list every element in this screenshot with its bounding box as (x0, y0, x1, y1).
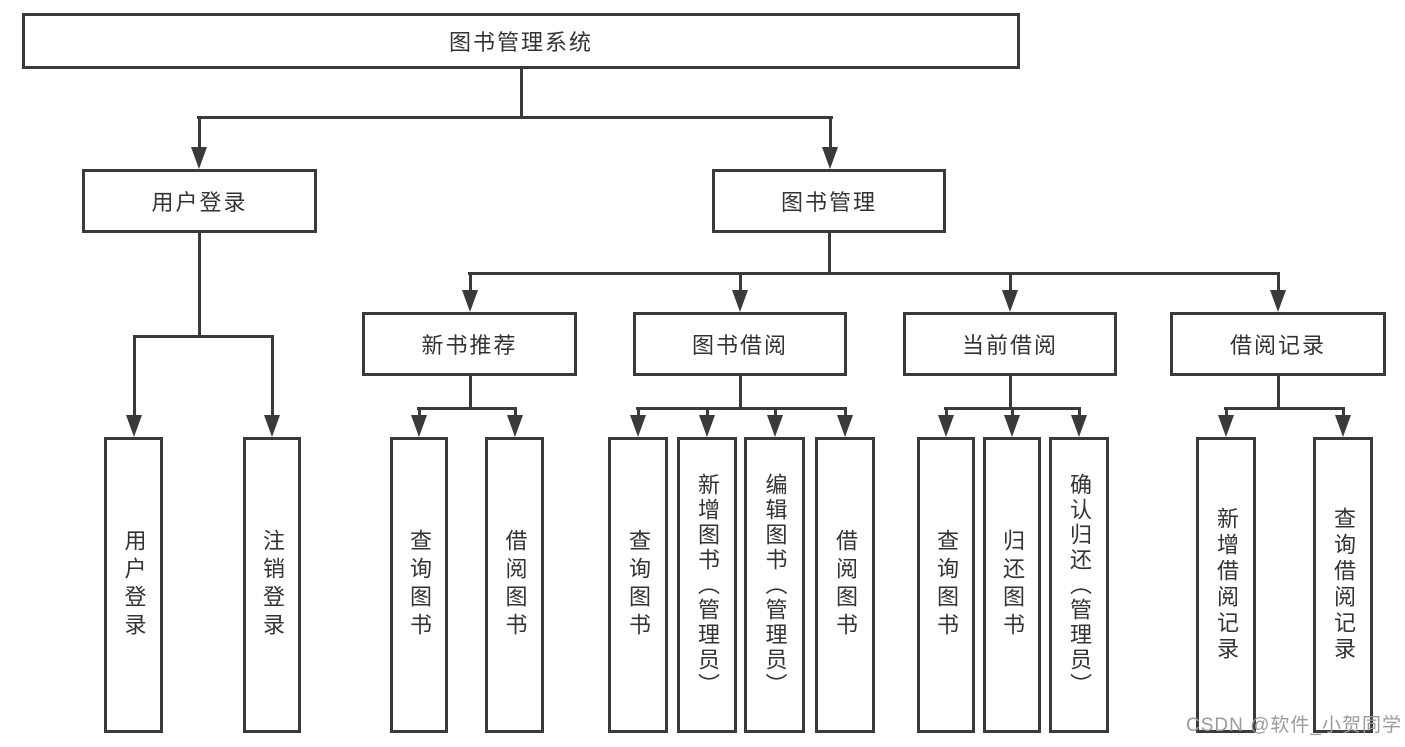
node-borrow-records: 借阅记录 (1170, 312, 1386, 376)
leaf-add-borrow-record: 新增借阅记录 (1196, 437, 1256, 733)
arrow-down-icon (1071, 415, 1087, 437)
connector-line-horizontal (417, 406, 517, 410)
connector-line-vertical (705, 408, 709, 418)
connector-line-vertical (1224, 408, 1228, 418)
connector-line-vertical (270, 336, 274, 418)
arrow-down-icon (507, 415, 523, 437)
arrow-down-icon (264, 415, 280, 437)
connector-line-horizontal (1224, 406, 1345, 410)
leaf-logout: 注销登录 (243, 437, 301, 733)
connector-line-vertical (197, 231, 201, 337)
leaf-return-books: 归还图书 (983, 437, 1041, 733)
node-new-book-recommend: 新书推荐 (362, 312, 577, 376)
leaf-borrow-books: 借阅图书 (815, 437, 875, 733)
node-user-login: 用户登录 (82, 169, 317, 233)
connector-line-horizontal (197, 115, 833, 119)
arrow-down-icon (767, 415, 783, 437)
arrow-down-icon (699, 415, 715, 437)
leaf-query-books-current: 查询图书 (917, 437, 975, 733)
connector-line-vertical (1077, 408, 1081, 418)
connector-line-vertical (132, 336, 136, 418)
arrow-down-icon (1002, 290, 1018, 312)
leaf-user-login: 用户登录 (104, 437, 163, 733)
arrow-down-icon (411, 415, 427, 437)
node-current-borrow: 当前借阅 (903, 312, 1117, 376)
connector-line-vertical (738, 273, 742, 294)
arrow-down-icon (822, 147, 838, 169)
connector-line-horizontal (468, 271, 1280, 275)
connector-line-vertical (468, 273, 472, 294)
arrow-down-icon (462, 290, 478, 312)
connector-line-vertical (468, 376, 472, 409)
watermark-text: CSDN @软件_小贺同学 (1186, 715, 1402, 736)
connector-line-vertical (1341, 408, 1345, 418)
arrow-down-icon (191, 147, 207, 169)
arrow-down-icon (126, 415, 142, 437)
connector-line-vertical (827, 233, 831, 274)
connector-line-vertical (1010, 408, 1014, 418)
connector-line-vertical (828, 117, 832, 151)
arrow-down-icon (1218, 415, 1234, 437)
leaf-query-borrow-record: 查询借阅记录 (1313, 437, 1373, 733)
connector-line-vertical (843, 408, 847, 418)
leaf-query-books-borrow: 查询图书 (608, 437, 668, 733)
connector-line-vertical (513, 408, 517, 418)
leaf-borrow-books-recommend: 借阅图书 (485, 437, 544, 733)
connector-line-vertical (636, 408, 640, 418)
node-book-borrow: 图书借阅 (633, 312, 847, 376)
connector-line-vertical (519, 69, 523, 118)
leaf-edit-book-admin: 编辑图书（管理员） (744, 437, 805, 733)
connector-line-vertical (417, 408, 421, 418)
connector-line-vertical (738, 376, 742, 409)
connector-line-vertical (1276, 376, 1280, 409)
connector-line-horizontal (944, 406, 1081, 410)
leaf-confirm-return-admin: 确认归还（管理员） (1049, 437, 1109, 733)
connector-line-horizontal (133, 334, 274, 338)
leaf-query-books-recommend: 查询图书 (390, 437, 448, 733)
arrow-down-icon (837, 415, 853, 437)
node-book-management: 图书管理 (712, 169, 946, 233)
connector-line-horizontal (636, 406, 847, 410)
arrow-down-icon (1270, 290, 1286, 312)
arrow-down-icon (1004, 415, 1020, 437)
connector-line-vertical (197, 117, 201, 151)
connector-line-vertical (1008, 376, 1012, 409)
arrow-down-icon (1335, 415, 1351, 437)
node-root: 图书管理系统 (22, 13, 1020, 69)
connector-line-vertical (1008, 273, 1012, 294)
connector-line-vertical (944, 408, 948, 418)
arrow-down-icon (630, 415, 646, 437)
arrow-down-icon (732, 290, 748, 312)
leaf-add-book-admin: 新增图书（管理员） (677, 437, 737, 733)
connector-line-vertical (773, 408, 777, 418)
arrow-down-icon (938, 415, 954, 437)
connector-line-vertical (1276, 273, 1280, 294)
